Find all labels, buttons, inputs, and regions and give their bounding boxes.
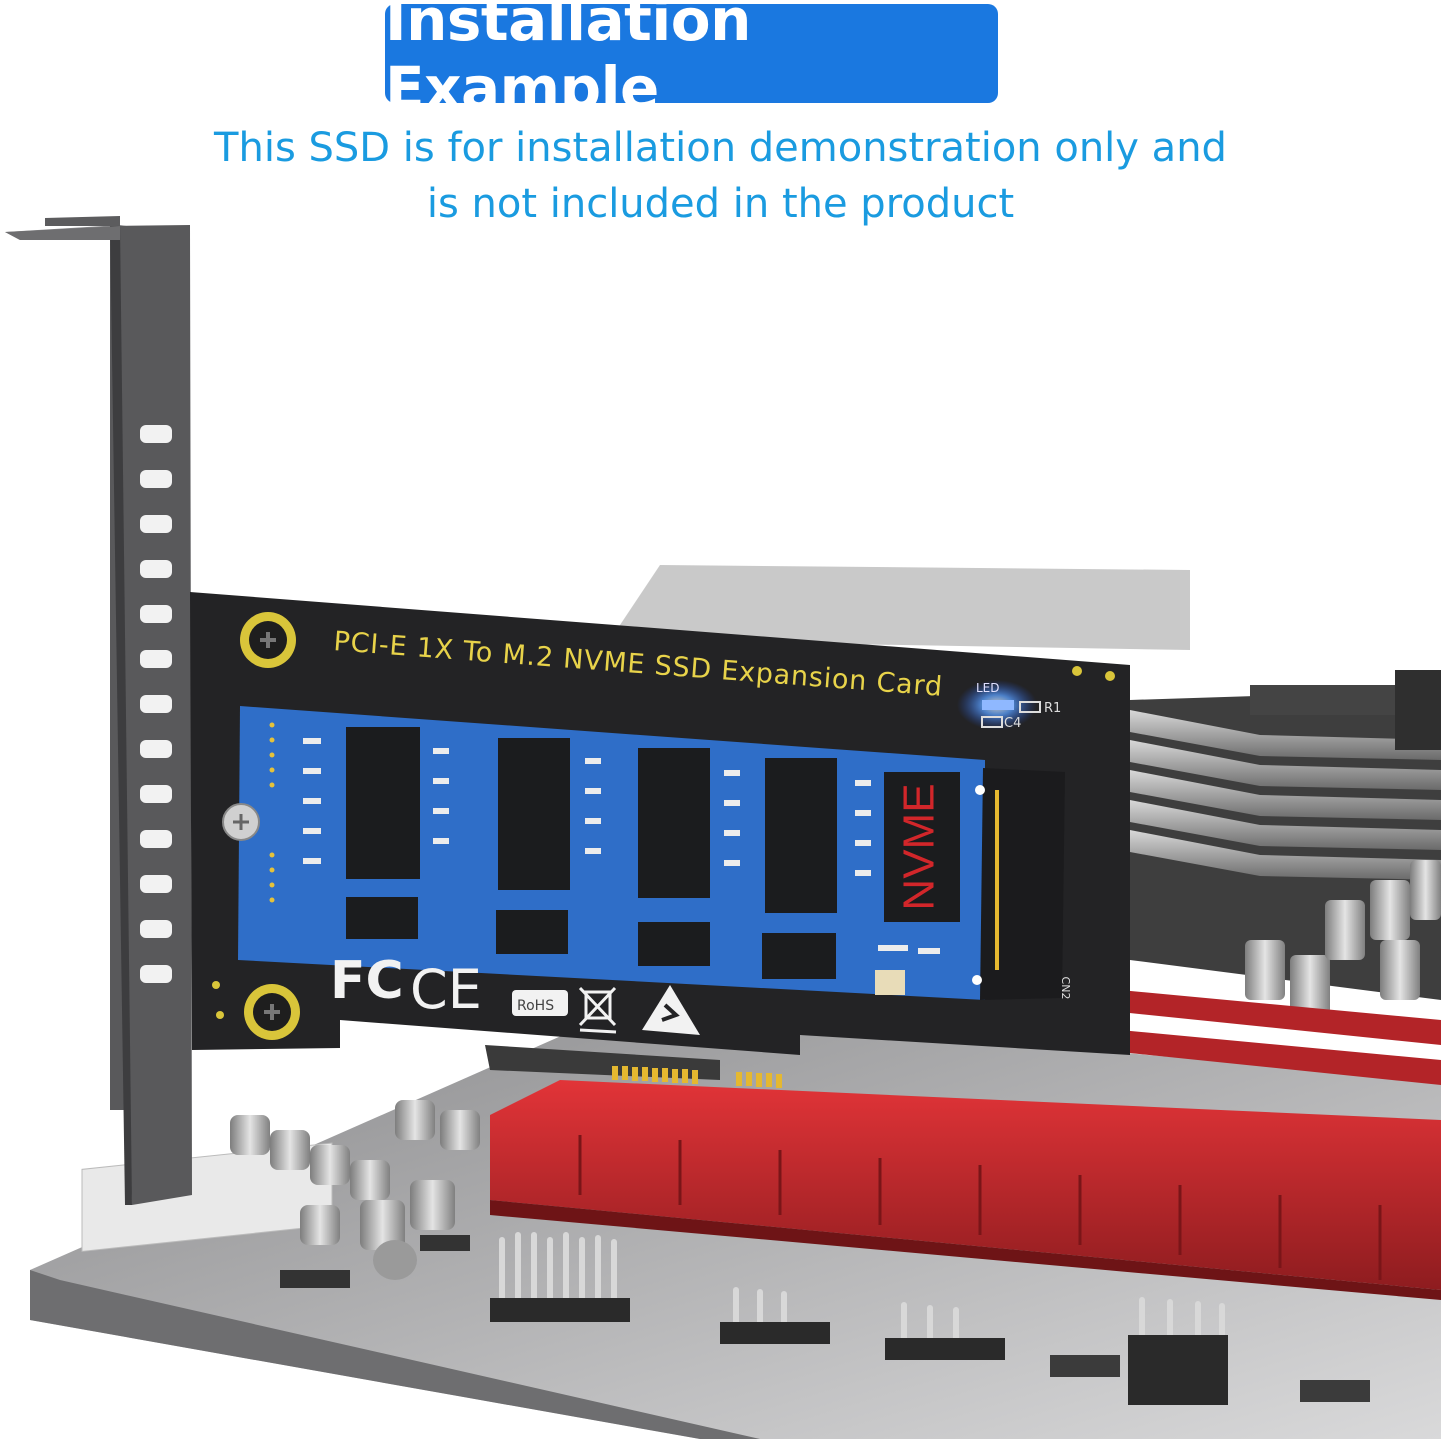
subtitle-line-1: This SSD is for installation demonstrati… bbox=[214, 125, 1227, 171]
nand-chips bbox=[346, 727, 837, 979]
certification-marks: FC CE RoHS bbox=[330, 951, 700, 1035]
title-text: Installation Example bbox=[385, 0, 751, 122]
mount-hole-top bbox=[240, 612, 296, 668]
esd-warning-icon bbox=[642, 985, 700, 1035]
subtitle: This SSD is for installation demonstrati… bbox=[0, 120, 1441, 232]
rohs-badge bbox=[512, 990, 568, 1016]
fcc-mark: FC bbox=[330, 951, 404, 1011]
m2-ssd: NVME bbox=[222, 706, 1065, 1000]
ram-slots bbox=[1120, 990, 1441, 1085]
pci-bracket bbox=[5, 216, 192, 1205]
capacitors-right bbox=[1245, 860, 1441, 1015]
rohs-mark: RoHS bbox=[517, 998, 554, 1014]
bracket-vents bbox=[140, 425, 172, 983]
gold-fingers bbox=[612, 1066, 782, 1088]
m2-socket bbox=[980, 768, 1065, 1000]
r1-label: R1 bbox=[1044, 701, 1061, 716]
status-led: LED R1 C4 bbox=[957, 680, 1061, 731]
led-label: LED bbox=[976, 681, 1000, 695]
controller-chip bbox=[884, 772, 960, 922]
cn2-label: CN2 bbox=[1059, 977, 1072, 1000]
pin-headers bbox=[280, 1232, 1370, 1405]
c4-label: C4 bbox=[1004, 716, 1021, 731]
capacitors-left bbox=[230, 1100, 480, 1280]
mount-hole-bottom bbox=[244, 984, 300, 1040]
weee-bin-icon bbox=[578, 986, 617, 1034]
title-banner: Installation Example bbox=[385, 0, 998, 122]
subtitle-line-2: is not included in the product bbox=[426, 181, 1015, 227]
ce-mark: CE bbox=[410, 958, 482, 1021]
nvme-label: NVME bbox=[895, 783, 944, 910]
pcie-slot bbox=[490, 1080, 1441, 1300]
